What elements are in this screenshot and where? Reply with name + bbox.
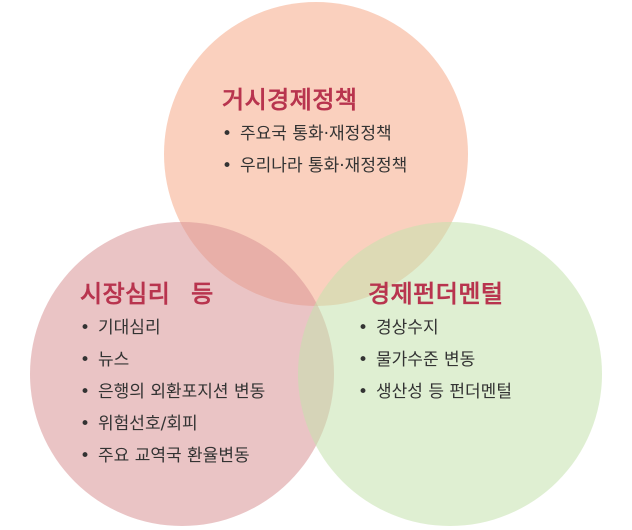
economic-fundamentals-list: 경상수지 물가수준 변동 생산성 등 펀더멘털 [358,312,512,408]
list-item: 생산성 등 펀더멘털 [358,376,512,408]
economic-fundamentals-title: 경제펀더멘털 [368,280,504,308]
list-item: 경상수지 [358,312,512,344]
list-item: 주요 교역국 환율변동 [80,440,265,472]
list-item: 주요국 통화·재정정책 [222,118,407,150]
macro-policy-title: 거시경제정책 [222,86,358,114]
list-item: 기대심리 [80,312,265,344]
market-sentiment-list: 기대심리 뉴스 은행의 외환포지션 변동 위험선호/회피 주요 교역국 환율변동 [80,312,265,472]
market-sentiment-title: 시장심리 등 [80,280,214,308]
list-item: 은행의 외환포지션 변동 [80,376,265,408]
list-item: 우리나라 통화·재정정책 [222,150,407,182]
list-item: 위험선호/회피 [80,408,265,440]
macro-policy-list: 주요국 통화·재정정책 우리나라 통화·재정정책 [222,118,407,182]
list-item: 물가수준 변동 [358,344,512,376]
list-item: 뉴스 [80,344,265,376]
